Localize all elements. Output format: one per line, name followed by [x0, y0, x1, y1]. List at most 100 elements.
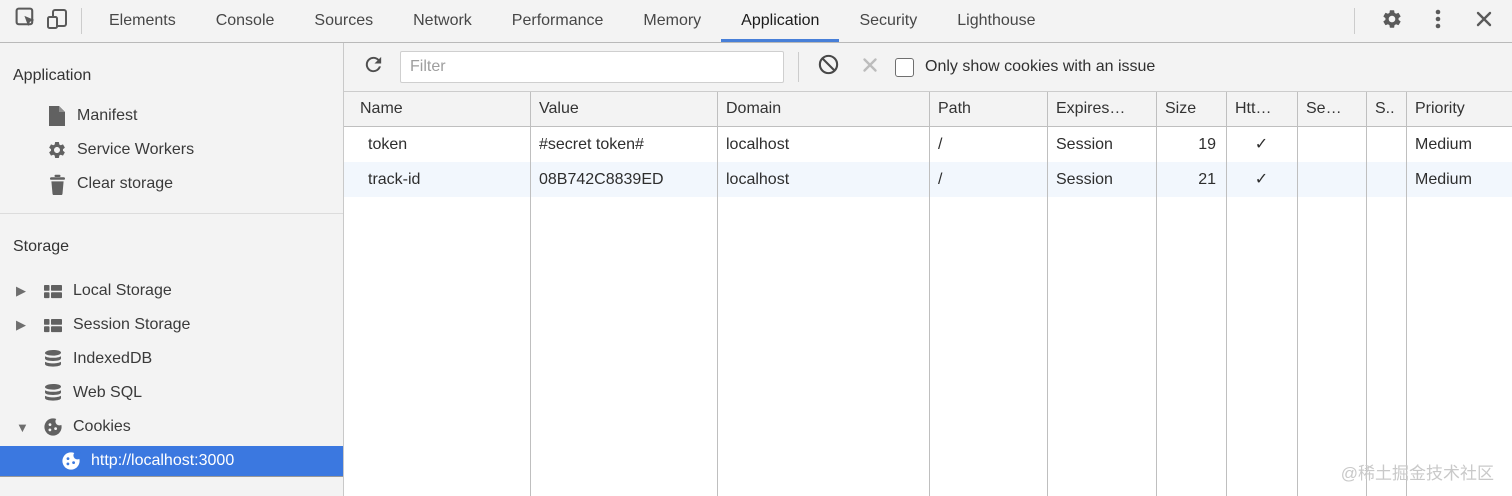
- tab-network[interactable]: Network: [393, 0, 492, 42]
- cookies-table-header: Name Value Domain Path Expires… Size Htt…: [344, 92, 1512, 127]
- tab-performance[interactable]: Performance: [492, 0, 624, 42]
- column-header-expires[interactable]: Expires…: [1056, 100, 1126, 117]
- sidebar-item-label: http://localhost:3000: [91, 452, 235, 469]
- cell-secure[interactable]: [1297, 127, 1366, 162]
- sidebar-item-local-storage[interactable]: ▶ Local Storage: [0, 274, 343, 308]
- storage-section-title: Storage: [13, 238, 70, 255]
- cell-priority[interactable]: Medium: [1415, 171, 1472, 188]
- database-icon: [42, 383, 64, 403]
- sidebar-item-cookies-localhost-3000[interactable]: http://localhost:3000: [0, 446, 343, 476]
- application-section-title: Application: [13, 67, 92, 84]
- device-toolbar-icon: [45, 7, 71, 36]
- refresh-button[interactable]: [358, 52, 388, 82]
- column-header-value[interactable]: Value: [539, 100, 579, 117]
- sidebar-item-manifest[interactable]: Manifest: [0, 99, 343, 133]
- sidebar-item-session-storage[interactable]: ▶ Session Storage: [0, 308, 343, 342]
- chevron-down-icon[interactable]: ▼: [16, 419, 29, 435]
- cell-expires[interactable]: Session: [1056, 171, 1113, 188]
- cell-secure[interactable]: [1297, 162, 1366, 197]
- delete-all-cookies-button[interactable]: [813, 52, 843, 82]
- tab-application[interactable]: Application: [721, 0, 840, 42]
- close-devtools-button[interactable]: [1468, 5, 1500, 37]
- issue-filter-checkbox[interactable]: [895, 57, 914, 77]
- cell-priority[interactable]: Medium: [1415, 136, 1472, 153]
- tab-label: Console: [215, 12, 275, 29]
- sidebar-item-cookies[interactable]: ▼ Cookies: [0, 410, 343, 444]
- tab-security[interactable]: Security: [839, 0, 937, 42]
- inspect-element-button[interactable]: [10, 5, 42, 37]
- column-divider[interactable]: [1047, 92, 1048, 496]
- cell-path[interactable]: /: [938, 171, 943, 188]
- tab-label: Sources: [314, 12, 374, 29]
- gear-icon: [46, 140, 68, 160]
- tab-lighthouse[interactable]: Lighthouse: [937, 0, 1055, 42]
- cookie-row-token[interactable]: token #secret token# localhost / Session…: [344, 127, 1512, 162]
- cell-name[interactable]: token: [368, 136, 408, 153]
- sidebar-item-clear-storage[interactable]: Clear storage: [0, 167, 343, 201]
- cell-domain[interactable]: localhost: [726, 171, 790, 188]
- sidebar-item-service-workers[interactable]: Service Workers: [0, 133, 343, 167]
- tabbar-right-controls: [1347, 0, 1512, 42]
- filter-input[interactable]: [400, 51, 784, 83]
- refresh-icon: [362, 53, 385, 81]
- tab-console[interactable]: Console: [196, 0, 295, 42]
- settings-button[interactable]: [1376, 5, 1408, 37]
- issue-filter-label[interactable]: Only show cookies with an issue: [925, 58, 1156, 75]
- cell-size[interactable]: 19: [1198, 136, 1216, 153]
- sidebar-item-web-sql[interactable]: Web SQL: [0, 376, 343, 410]
- tab-memory[interactable]: Memory: [623, 0, 721, 42]
- chevron-right-icon[interactable]: ▶: [16, 283, 26, 298]
- table-grid-icon: [42, 283, 64, 300]
- database-icon: [42, 349, 64, 369]
- column-header-httponly[interactable]: Htt…: [1235, 100, 1272, 117]
- delete-selected-cookie-button[interactable]: [855, 52, 885, 82]
- sidebar-item-label: Cookies: [73, 418, 131, 435]
- cookies-table: Name Value Domain Path Expires… Size Htt…: [344, 92, 1512, 496]
- cell-httponly-check[interactable]: ✓: [1254, 171, 1269, 188]
- tabbar-separator: [81, 8, 82, 34]
- cell-samesite[interactable]: [1366, 162, 1406, 197]
- sidebar-item-label: Session Storage: [73, 316, 191, 333]
- cell-size[interactable]: 21: [1198, 171, 1216, 188]
- column-header-priority[interactable]: Priority: [1415, 100, 1465, 117]
- column-divider[interactable]: [929, 92, 930, 496]
- sidebar-item-label: Manifest: [77, 107, 138, 124]
- device-toolbar-button[interactable]: [42, 5, 74, 37]
- cookie-row-track-id[interactable]: track-id 08B742C8839ED localhost / Sessi…: [344, 162, 1512, 197]
- column-header-domain[interactable]: Domain: [726, 100, 782, 117]
- column-header-path[interactable]: Path: [938, 100, 971, 117]
- tab-elements[interactable]: Elements: [89, 0, 196, 42]
- cookies-toolbar: Only show cookies with an issue: [344, 43, 1512, 92]
- tab-label: Memory: [643, 12, 702, 29]
- cell-httponly-check[interactable]: ✓: [1254, 136, 1269, 153]
- column-divider[interactable]: [1366, 92, 1367, 496]
- cell-path[interactable]: /: [938, 136, 943, 153]
- column-divider[interactable]: [1156, 92, 1157, 496]
- column-header-secure[interactable]: Se…: [1306, 100, 1342, 117]
- cell-samesite[interactable]: [1366, 127, 1406, 162]
- chevron-right-icon[interactable]: ▶: [16, 317, 26, 332]
- cell-value[interactable]: 08B742C8839ED: [539, 171, 664, 188]
- column-divider[interactable]: [1406, 92, 1407, 496]
- cell-expires[interactable]: Session: [1056, 136, 1113, 153]
- column-divider[interactable]: [530, 92, 531, 496]
- column-divider[interactable]: [1226, 92, 1227, 496]
- tab-sources[interactable]: Sources: [294, 0, 393, 42]
- sidebar-item-indexeddb[interactable]: IndexedDB: [0, 342, 343, 376]
- column-divider[interactable]: [1297, 92, 1298, 496]
- kebab-menu-icon: [1428, 8, 1448, 35]
- gear-icon: [1381, 8, 1403, 35]
- trash-icon: [46, 174, 68, 195]
- column-header-name[interactable]: Name: [360, 100, 403, 117]
- sidebar-item-label: Service Workers: [77, 141, 195, 158]
- cell-name[interactable]: track-id: [368, 171, 421, 188]
- column-header-samesite[interactable]: S..: [1375, 100, 1395, 117]
- more-options-button[interactable]: [1422, 5, 1454, 37]
- sidebar-item-label: Local Storage: [73, 282, 172, 299]
- cell-domain[interactable]: localhost: [726, 136, 790, 153]
- tab-label: Lighthouse: [957, 12, 1036, 29]
- column-header-size[interactable]: Size: [1165, 100, 1197, 117]
- cell-value[interactable]: #secret token#: [539, 136, 644, 153]
- column-divider[interactable]: [717, 92, 718, 496]
